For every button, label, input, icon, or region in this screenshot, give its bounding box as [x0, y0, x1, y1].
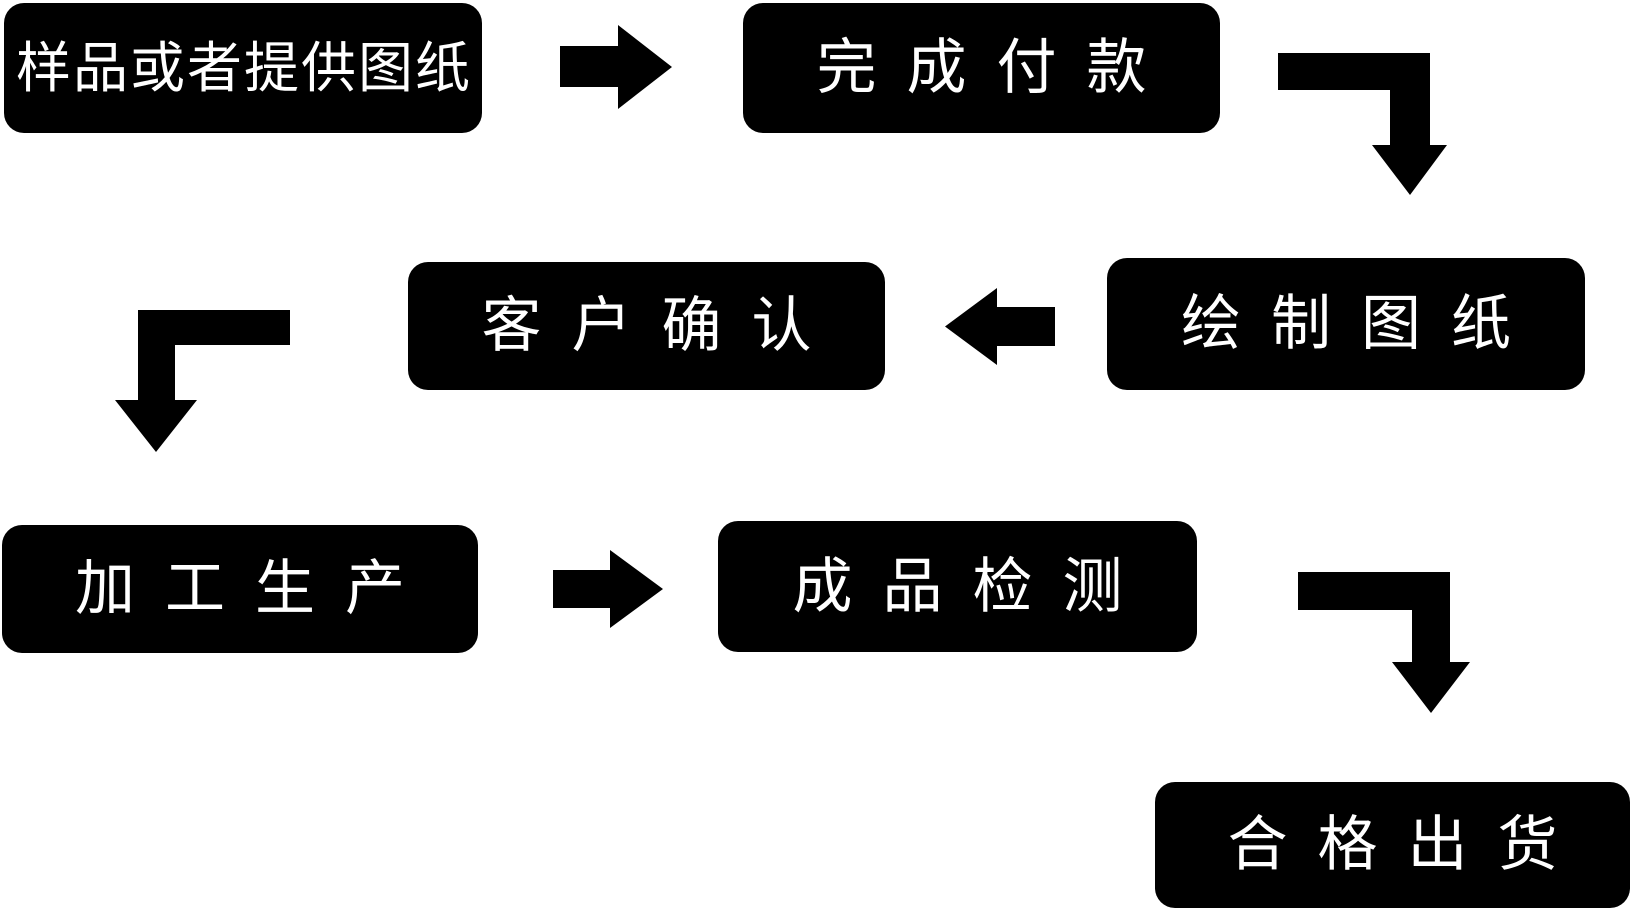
flow-node-complete-payment: 完成付款	[743, 3, 1220, 133]
flow-node-label: 客户确认	[481, 292, 842, 359]
elbow-arrow-right-down-icon	[1298, 572, 1470, 713]
flow-node-finished-product-inspection: 成品检测	[718, 521, 1197, 652]
flow-node-processing-production: 加工生产	[2, 525, 478, 653]
arrow-left-icon	[945, 288, 1055, 365]
arrow-right-icon	[560, 25, 672, 109]
flow-node-customer-confirm: 客户确认	[408, 262, 885, 390]
flow-node-qualified-shipment: 合格出货	[1155, 782, 1630, 908]
flow-node-label: 样品或者提供图纸	[15, 36, 472, 99]
flow-node-label: 成品检测	[792, 552, 1153, 620]
flow-node-label: 加工生产	[75, 555, 435, 622]
elbow-arrow-left-down-icon	[115, 310, 290, 452]
flow-node-sample-or-provide-drawing: 样品或者提供图纸	[4, 3, 482, 133]
arrow-right-icon	[553, 550, 663, 628]
elbow-arrow-right-down-icon	[1278, 53, 1447, 195]
flow-node-label: 完成付款	[816, 34, 1177, 101]
flow-node-label: 合格出货	[1227, 811, 1588, 878]
flow-node-label: 绘制图纸	[1181, 290, 1541, 357]
flow-node-draw-drawing: 绘制图纸	[1107, 258, 1585, 390]
